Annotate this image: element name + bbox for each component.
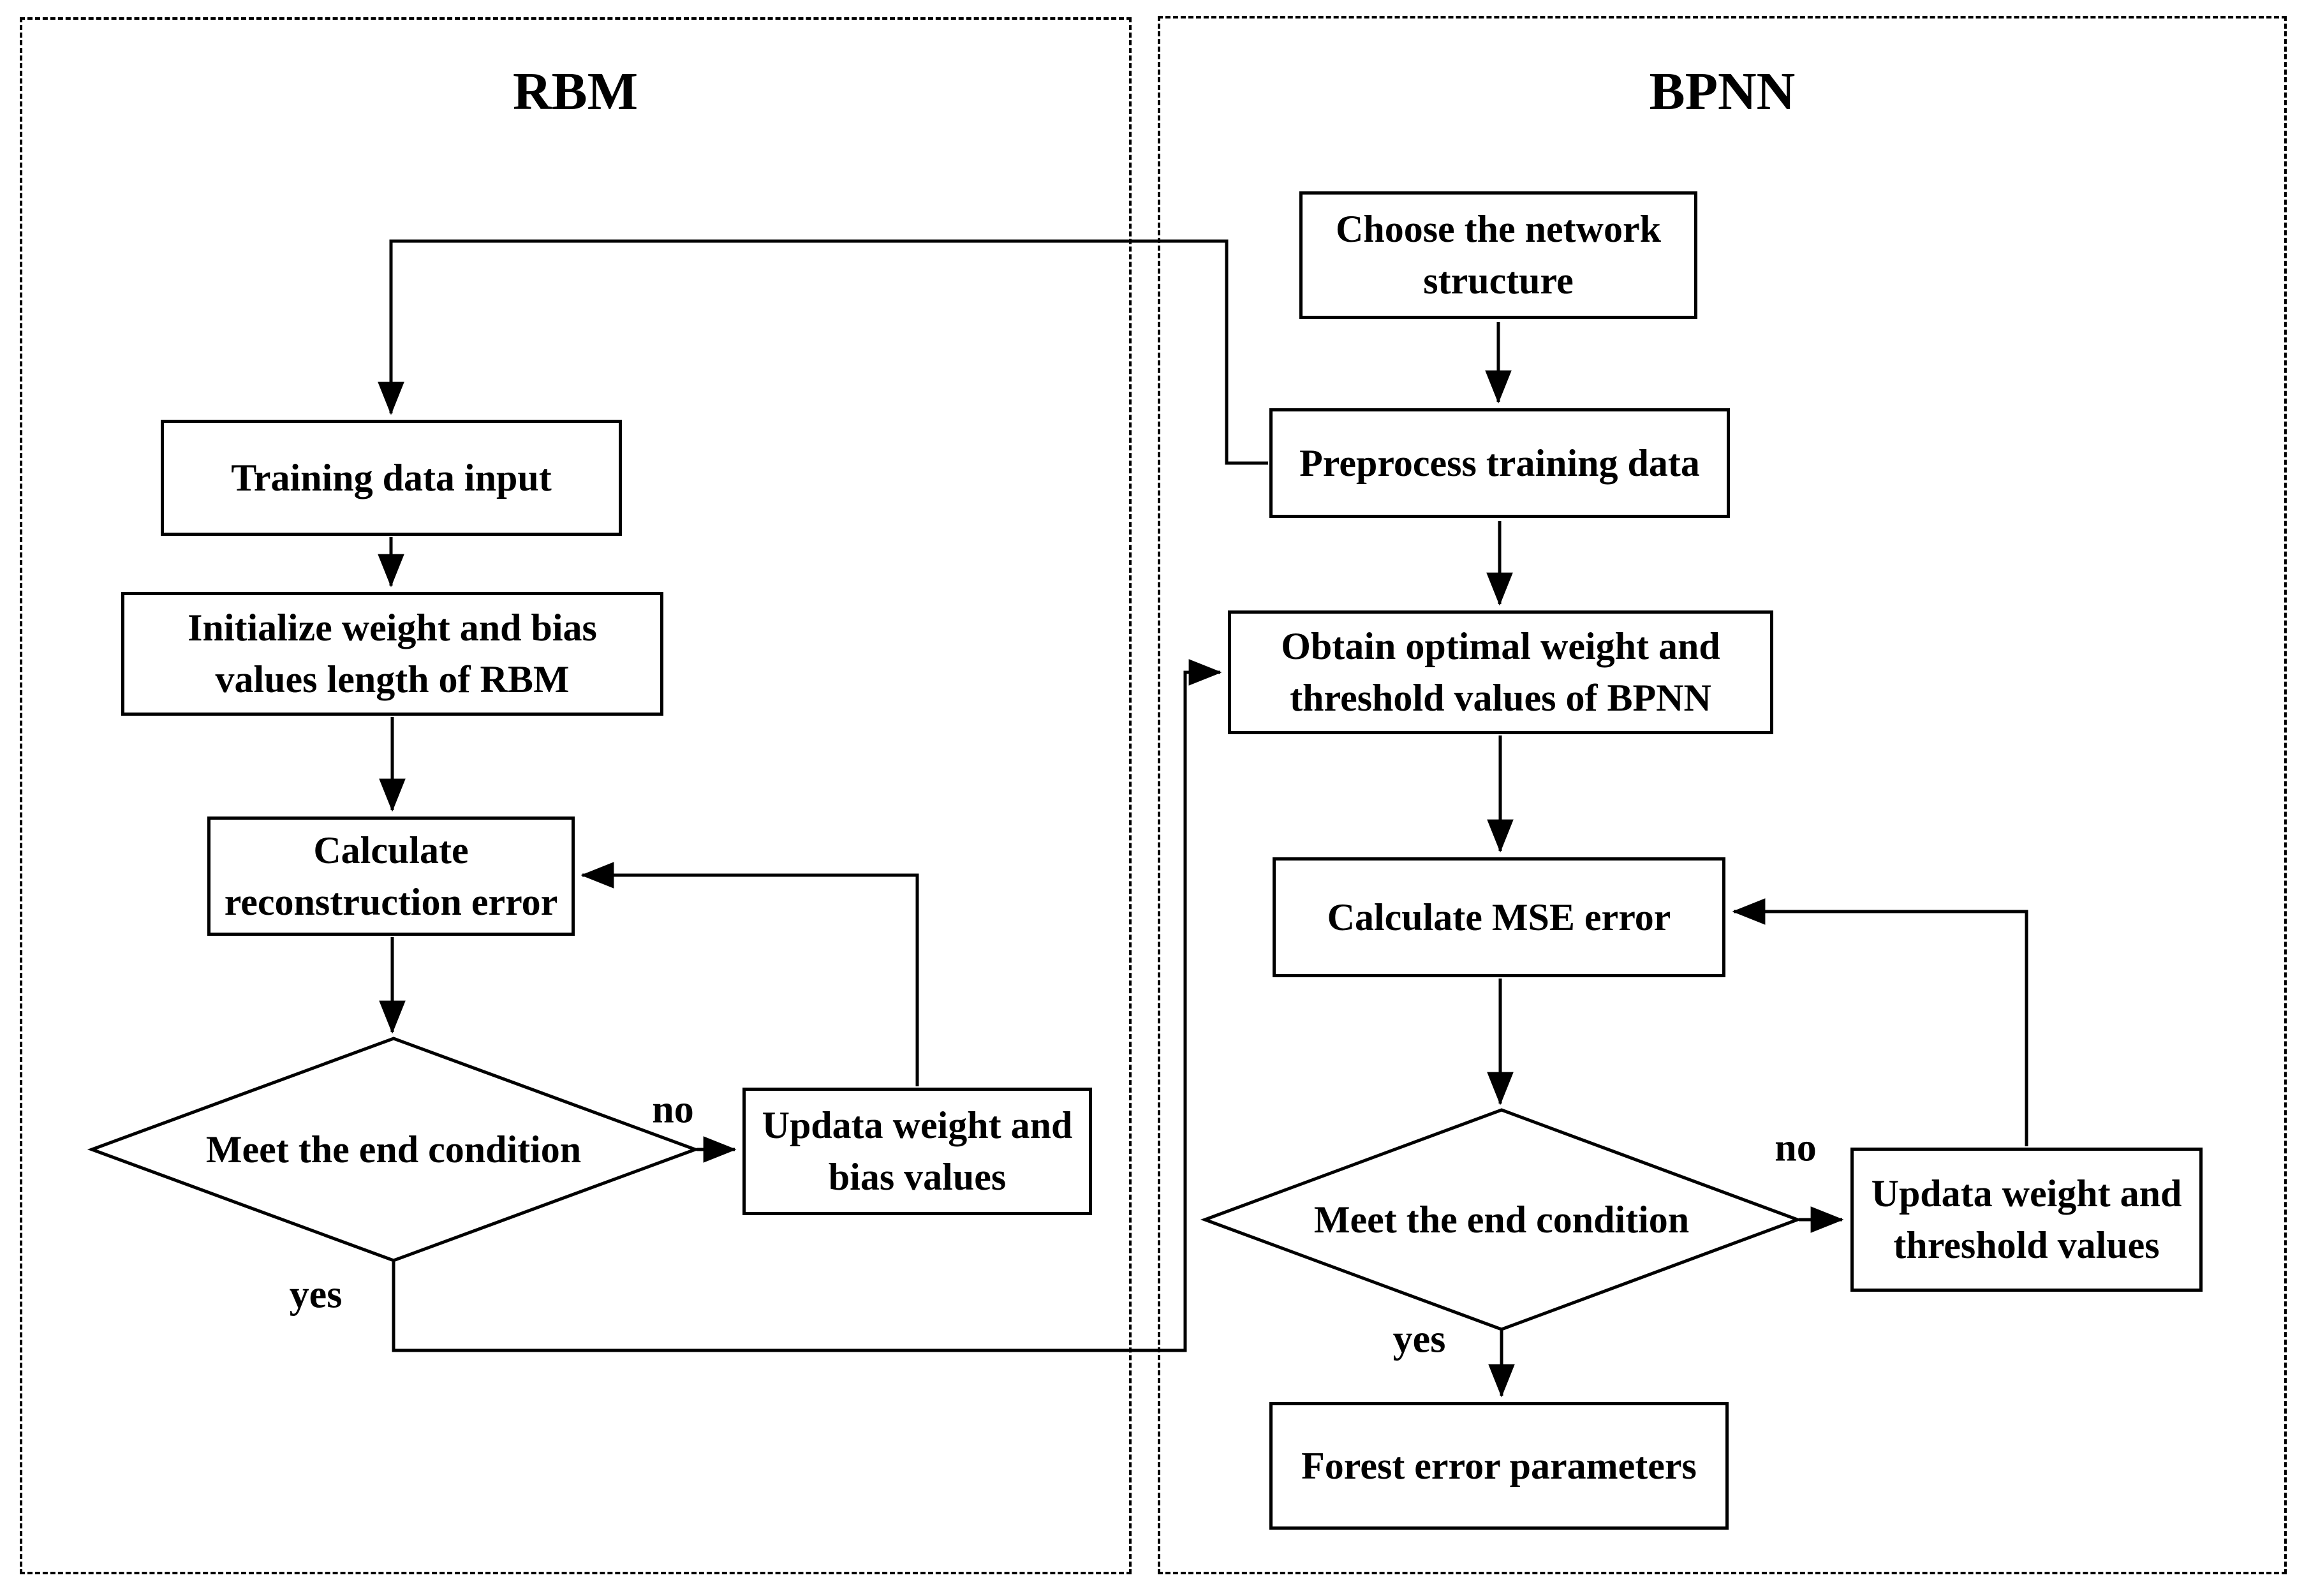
edge-preprocess-to-training-input [378, 239, 1268, 465]
rbm-panel-title: RBM [513, 62, 638, 121]
process-box-initialize-weight-bias: Initialize weight and bias values length… [121, 592, 663, 716]
process-box-obtain-optimal-weight: Obtain optimal weight and threshold valu… [1228, 610, 1773, 734]
edge-update-bpnn-feedback-to-mse [1732, 898, 2028, 1146]
branch-label-no-rbm: no [652, 1088, 694, 1132]
decision-diamond-rbm [87, 1037, 700, 1262]
process-box-update-weight-threshold: Updata weight and threshold values [1850, 1148, 2203, 1292]
edge-update-rbm-feedback-to-recon [580, 862, 919, 1086]
bpnn-panel-title: BPNN [1649, 62, 1796, 121]
bpnn-panel-border [1158, 16, 2287, 1574]
process-box-update-weight-bias: Updata weight and bias values [742, 1088, 1092, 1215]
branch-label-yes-bpnn: yes [1392, 1317, 1446, 1361]
branch-label-yes-rbm: yes [289, 1273, 343, 1317]
process-box-choose-network-structure: Choose the network structure [1299, 191, 1697, 319]
decision-label-bpnn: Meet the end condition [1313, 1198, 1690, 1241]
rbm-panel-border [20, 17, 1132, 1574]
process-box-training-data-input: Training data input [161, 420, 622, 536]
edge-decision-yes-to-obtain [392, 659, 1222, 1352]
decision-diamond-bpnn [1200, 1108, 1803, 1331]
process-box-calculate-reconstruction-error: Calculate reconstruction error [207, 816, 575, 936]
process-box-forest-error-parameters: Forest error parameters [1269, 1402, 1729, 1530]
process-box-preprocess-training-data: Preprocess training data [1269, 408, 1730, 518]
process-box-calculate-mse-error: Calculate MSE error [1273, 857, 1725, 977]
decision-label-rbm: Meet the end condition [205, 1128, 582, 1171]
branch-label-no-bpnn: no [1775, 1126, 1817, 1170]
